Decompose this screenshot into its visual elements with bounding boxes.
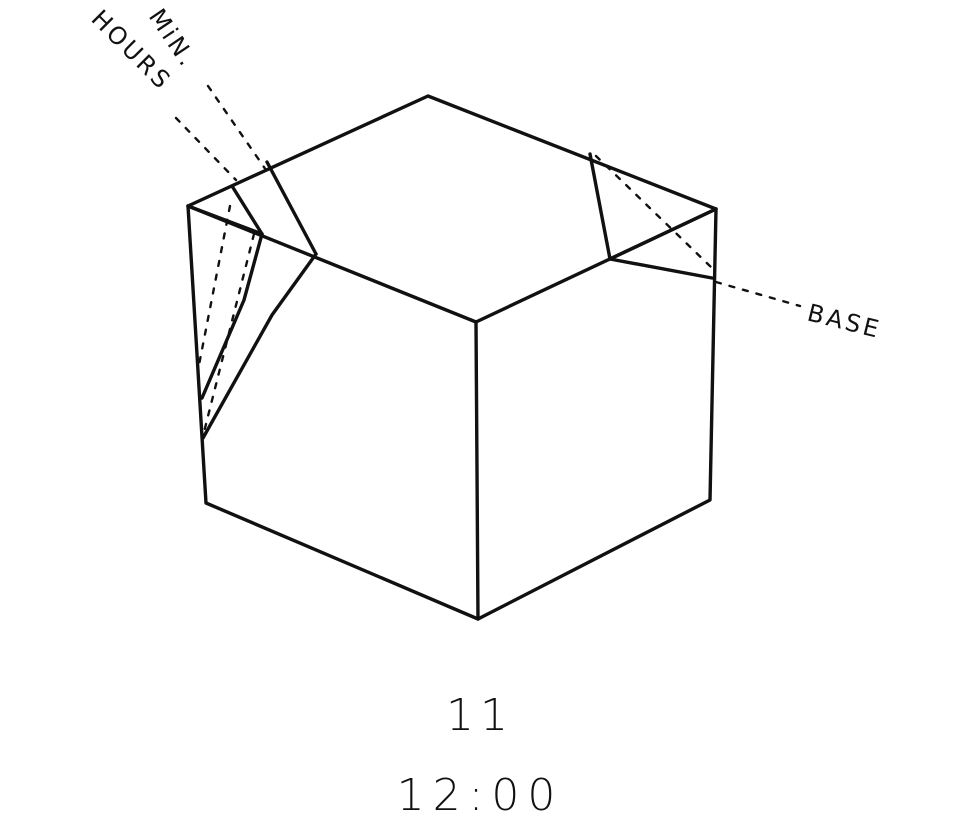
- time-readout: 12:00: [396, 770, 564, 821]
- cube-outline: [186, 94, 718, 621]
- minutes-leader: [206, 84, 268, 172]
- leader-lines: [174, 84, 802, 308]
- hour-diagonal: [186, 204, 264, 236]
- base-hidden-line: [594, 154, 714, 270]
- base-fold-line: [588, 152, 612, 261]
- hour-cut-line: [200, 232, 264, 400]
- figure-number: 11: [446, 690, 514, 741]
- minute-cut-line: [201, 252, 318, 440]
- minute-fold-line: [265, 160, 318, 256]
- top-face-outline: [186, 94, 718, 324]
- hour-fold-line: [230, 184, 264, 236]
- left-face-outline: [186, 204, 480, 621]
- base-segment: [588, 152, 718, 280]
- hour-hidden-line: [196, 204, 232, 372]
- base-cut-line: [608, 257, 714, 280]
- base-leader: [714, 280, 802, 308]
- base-diagonal: [608, 207, 718, 261]
- right-face-outline: [476, 207, 718, 621]
- minute-hidden-line: [202, 232, 256, 434]
- base-label: BASE: [805, 299, 885, 344]
- hour-minute-segment: [186, 160, 318, 440]
- hours-leader: [174, 116, 238, 182]
